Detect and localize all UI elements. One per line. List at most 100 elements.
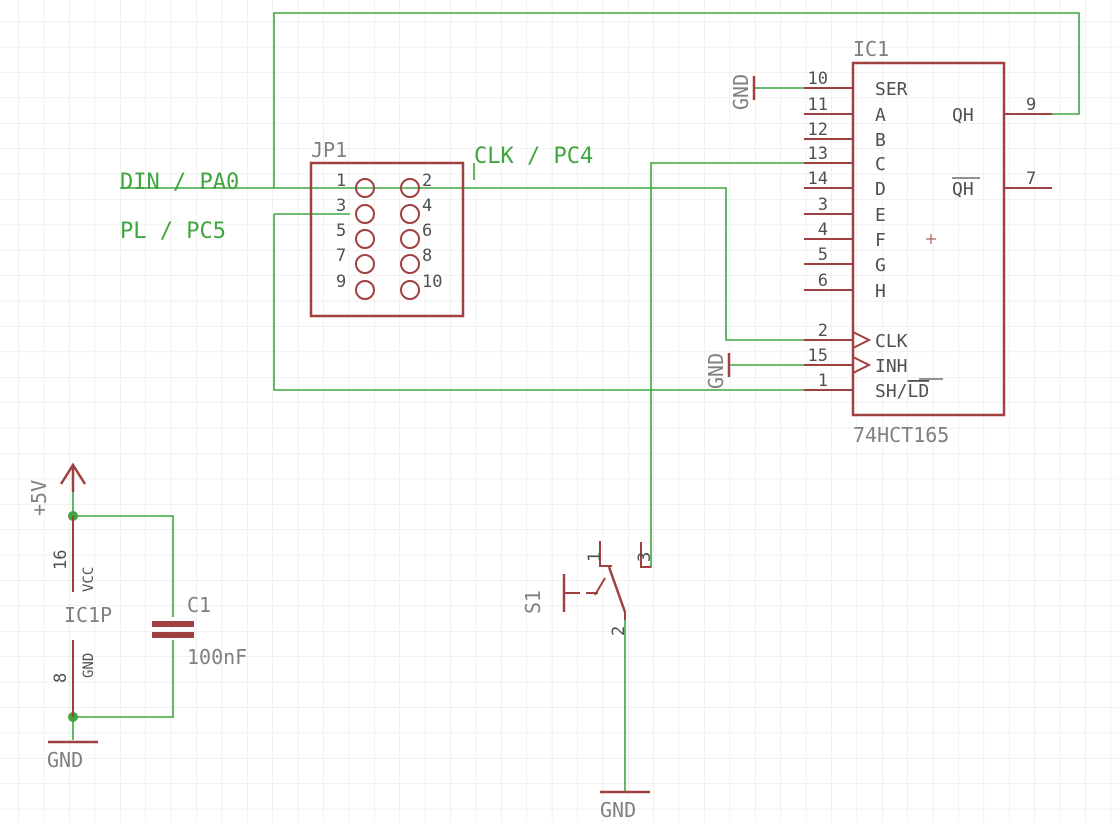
ic1-pin-name: B [875,130,886,151]
s1-name: S1 [521,590,545,614]
ic1-pin-number: 2 [818,321,828,341]
ic1-pin-number: 9 [1026,95,1036,115]
jp1-pin-label: 9 [336,272,346,292]
ic1-inh-triangle [852,356,872,374]
net-label-pl: PL / PC5 [120,219,226,244]
jp1-pad-4 [400,204,420,224]
s1-pin-number: 3 [635,552,655,562]
jp1-name: JP1 [311,138,347,162]
ic1-left-pin-lines [804,87,853,391]
jp1-pin-label: 1 [336,171,346,191]
ic1-pin-number: 15 [808,346,828,366]
ic1-chip[interactable]: IC1 74HCT165 10 11 12 13 14 3 [804,37,1052,447]
wire-pl [273,214,804,391]
ic1-pin-name: SH/LD [875,381,929,402]
ic1-pin-number: 12 [808,120,828,140]
ic1-origin-cross [926,234,936,244]
jp1-pin-label: 8 [422,246,432,266]
jp1-pads [355,178,420,300]
jp1-pin-label: 10 [422,272,442,292]
ic1p-pin-number: 8 [51,673,71,683]
ic1p-pin-name: VCC [81,567,97,592]
ic1-pin-name: F [875,230,886,251]
jp1-outline [309,161,465,318]
jp1-connector[interactable]: JP1 1 3 5 7 9 2 4 6 8 10 [309,138,465,318]
gnd-label: GND [704,353,728,389]
vcc-symbol: +5V [27,462,87,516]
ic1p-name: IC1P [64,603,112,627]
capacitor-c1[interactable]: C1 100nF [152,593,247,669]
ic1-pin-name: C [875,154,886,175]
ic1-pin-name: A [875,105,886,126]
vcc-label: +5V [27,480,51,516]
ic1-pin-name: D [875,179,886,200]
ic1-pin-name-sh: SH/ [875,381,908,402]
c1-plate-top [152,621,194,627]
jp1-pad-7 [355,254,375,274]
ic1-pin-number: 14 [808,169,828,189]
ic1-pin-name-ld: LD [908,381,930,402]
gnd-symbol-inh: GND [704,353,731,389]
ic1-pin-number: 3 [818,195,828,215]
ic1-pin-number: 1 [818,371,828,391]
ic1-pin-name: QH [952,179,974,200]
ic1-pin-number: 10 [808,69,828,89]
jp1-pin-label: 7 [336,246,346,266]
ic1-pin-name: H [875,281,886,302]
ic1-pin-name: SER [875,79,908,100]
ic1-pin-number: 5 [818,245,828,265]
ic1p-pin-number: 16 [51,550,71,570]
jp1-pin-label: 6 [422,221,432,241]
ic1-pin-number: 4 [818,220,828,240]
switch-s1[interactable]: S1 1 2 3 [521,541,655,636]
c1-name: C1 [187,593,211,617]
jp1-pad-5 [355,229,375,249]
jp1-pad-9 [355,280,375,300]
ic1-pin-name: G [875,255,886,276]
jp1-pad-3 [355,204,375,224]
gnd-symbol-power: GND [47,740,98,772]
c1-plate-bottom [152,632,194,638]
ic1-name: IC1 [853,37,889,61]
jp1-pad-10 [400,280,420,300]
gnd-label: GND [47,748,83,772]
ic1-pin-number: 6 [818,271,828,291]
jp1-pad-6 [400,229,420,249]
s1-pin-number: 1 [585,552,605,562]
ic1-value: 74HCT165 [853,423,949,447]
wire-qh-to-din [273,12,1080,341]
ic1-pin-name: E [875,205,886,226]
s1-contact-hook [594,577,606,596]
net-label-clk: CLK / PC4 [474,144,593,169]
ic1-pin-number: 7 [1026,169,1036,189]
jp1-pad-2 [400,178,420,198]
ic1-pin-name: CLK [875,331,908,352]
ic1p-pin-name: GND [81,653,97,678]
jp1-pin-label: 3 [336,196,346,216]
ic1-pin-number: 11 [808,95,828,115]
wire-vcc-c1 [73,515,174,617]
jp1-pin-label: 4 [422,196,432,216]
net-label-din: DIN / PA0 [120,170,239,195]
wires [68,12,1080,792]
ic1-pin-name: INH [875,356,908,377]
jp1-pad-1 [355,178,375,198]
jp1-pin-label: 5 [336,221,346,241]
s1-pin3-line [640,542,651,568]
gnd-symbol-ser: GND [729,74,756,110]
ic1-pin-number: 13 [808,144,828,164]
s1-contact-1 [599,541,612,567]
s1-lever [607,566,627,613]
c1-value: 100nF [187,645,247,669]
ic1p-power-pins[interactable]: 16 VCC 8 GND IC1P [51,516,112,717]
wire-gnd-c1 [73,640,174,718]
ic1-pin-name: QH [952,105,974,126]
gnd-label: GND [729,74,753,110]
jp1-pad-8 [400,254,420,274]
gnd-symbol-s1: GND [600,790,650,822]
ic1-clk-triangle [852,331,872,349]
s1-pin-number: 2 [609,626,629,636]
